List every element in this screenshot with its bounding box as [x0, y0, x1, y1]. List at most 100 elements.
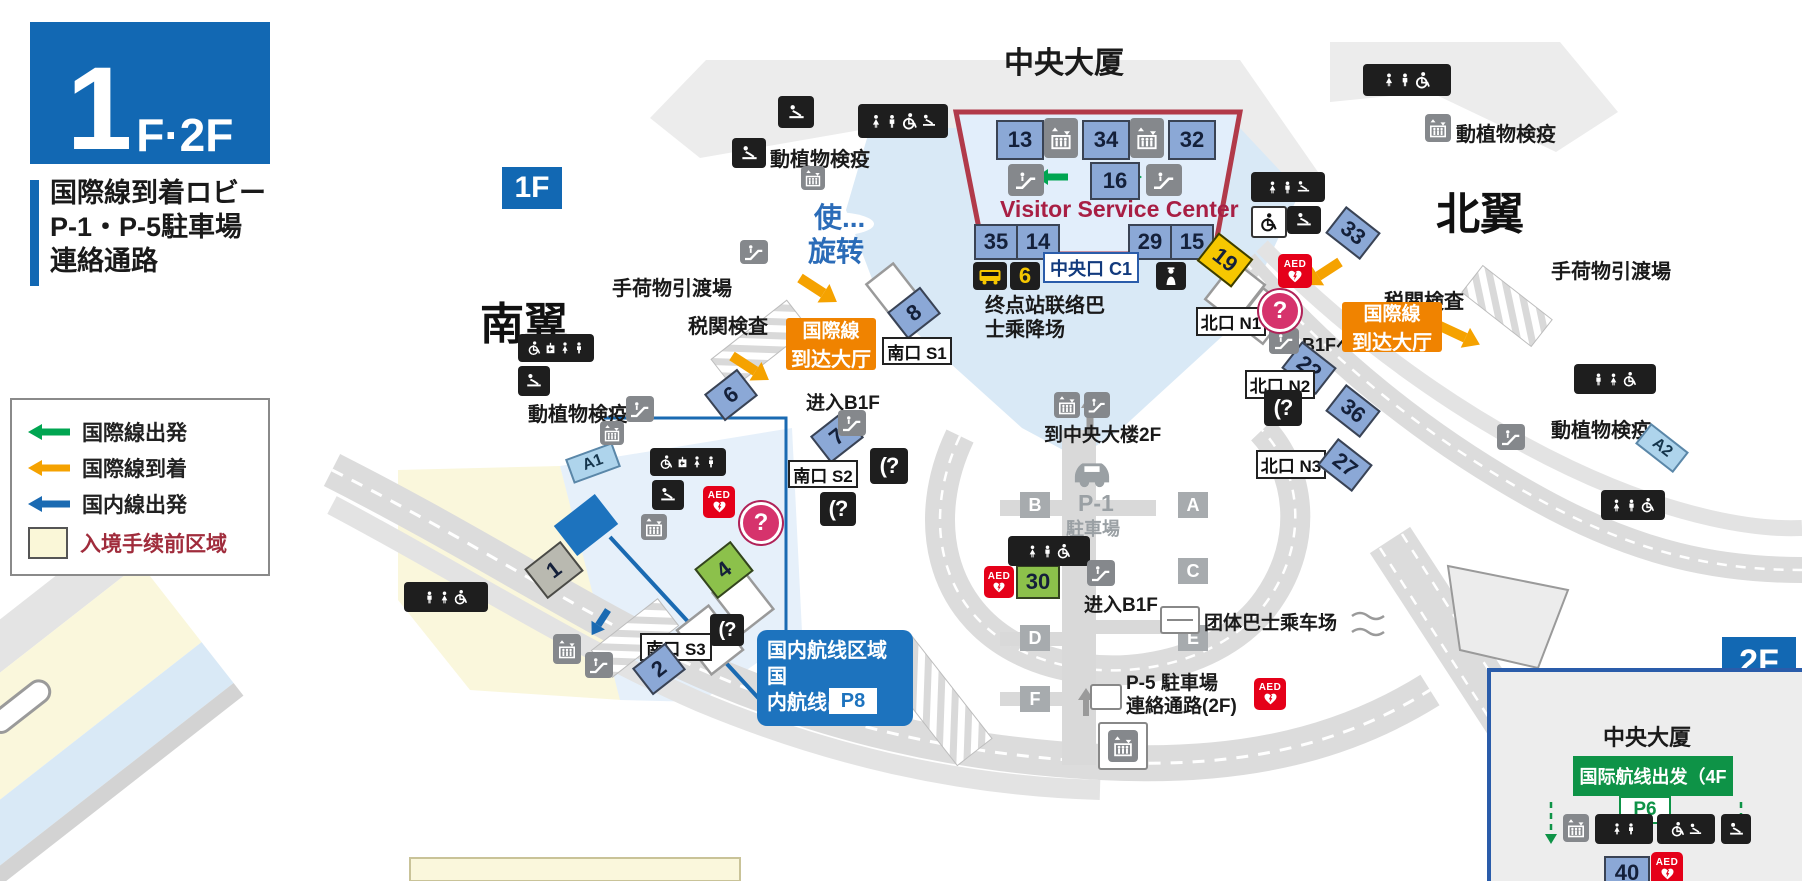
- area-swatch: [28, 527, 68, 559]
- elevator-icon: [1425, 114, 1451, 142]
- car-icon: [1066, 452, 1118, 495]
- domestic-departure-box: 国内航线区域国 内航线出发 P8: [757, 630, 913, 726]
- aed-icon: AED: [1278, 254, 1312, 288]
- gate-16: 16: [1090, 162, 1140, 200]
- elevator-icon: [641, 514, 667, 540]
- central-hall-label: 中央大厦: [1004, 47, 1124, 80]
- carousel-note-line1: 使...: [814, 202, 866, 233]
- legend-row-intl-departure: 国際線出発: [28, 414, 256, 450]
- legend-row-intl-arrival: 国際線到着: [28, 450, 256, 486]
- escalator-icon: [838, 410, 866, 436]
- legend-label: 国際線到着: [82, 458, 187, 481]
- aed-icon: AED: [703, 486, 735, 518]
- legend: 国際線出発 国際線到着 国内線出発 入境手续前区域: [10, 398, 270, 576]
- group-bus-stop-marker: [1160, 606, 1200, 634]
- quarantine-label-south-low: 動植物検疫: [528, 404, 628, 426]
- subtitle-line-3: 連絡通路: [50, 246, 158, 276]
- subtitle-line-1: 国際線到着ロビー: [50, 178, 266, 208]
- information-icon: ?: [1259, 290, 1301, 332]
- p1-parking-sub: 駐車場: [1066, 519, 1120, 539]
- gate-13: 13: [996, 120, 1044, 160]
- baby-care-icon: [1721, 814, 1751, 844]
- exit-c1-label: 中央口 C1: [1043, 252, 1139, 283]
- wheelchair-icon: [1251, 206, 1287, 238]
- gate-34: 34: [1082, 120, 1130, 160]
- floor-suffix: F·2F: [136, 108, 234, 161]
- legend-row-pre-immigration: 入境手续前区域: [28, 522, 256, 564]
- escalator-icon: [1008, 164, 1044, 196]
- quarantine-label-north-top: 動植物検疫: [1456, 124, 1556, 146]
- intl-arrival-hall-box-south: 国際線 到达大厅: [786, 318, 876, 371]
- baggage-claim-label-south: 手荷物引渡場: [612, 278, 732, 300]
- domestic-outline: [604, 416, 788, 704]
- aed-icon: AED: [1254, 678, 1286, 710]
- inset-central-hall-label: 中央大厦: [1603, 725, 1692, 750]
- elevator-icon: [1108, 730, 1138, 762]
- baby-care-icon: [652, 480, 684, 510]
- p5-corridor-label: P-5 駐車場 連絡通路(2F): [1126, 673, 1237, 717]
- toilet-icon: [518, 334, 594, 362]
- exit-s1-label: 南口 S1: [882, 337, 952, 365]
- subtitle-line-2: P-1・P-5駐車場: [50, 212, 243, 242]
- elevator-icon: [1054, 392, 1080, 418]
- exit-s2-label: 南口 S2: [788, 460, 858, 488]
- inset-2f-map: 中央大厦 国际航线出发（4F P6 40 AED: [1487, 668, 1802, 881]
- toilet-icon: [1574, 364, 1656, 394]
- toilet-icon: [1251, 172, 1325, 202]
- roads: [323, 240, 1802, 854]
- toilet-icon: [404, 582, 488, 612]
- quarantine-label-south-top: 動植物検疫: [770, 149, 870, 171]
- toilet-icon: [1008, 536, 1090, 566]
- escalator-icon: [1084, 392, 1110, 418]
- p1-parking-label: P-1: [1078, 490, 1114, 516]
- domestic-connector-block: [553, 494, 619, 556]
- elevator-icon: [1563, 814, 1589, 842]
- p8-badge: P8: [829, 688, 877, 714]
- escalator-icon: [1087, 560, 1115, 586]
- pillar-a: A: [1178, 492, 1208, 518]
- exit-n1-label: 北口 N1: [1196, 307, 1266, 336]
- escalator-icon: [1269, 328, 1299, 354]
- customs-label-south: 税関検査: [688, 316, 768, 338]
- pillar-d: D: [1020, 625, 1050, 651]
- gate-30: 30: [1016, 565, 1060, 599]
- baby-care-icon: [732, 138, 766, 168]
- floor-number: 1: [66, 43, 133, 176]
- aed-icon: AED: [984, 566, 1014, 598]
- subtitle-bar: [30, 180, 39, 286]
- baby-care-icon: [778, 96, 814, 128]
- map-subtitle: 国際線到着ロビー P-1・P-5駐車場 連絡通路: [50, 176, 266, 278]
- wheelchair-baby-icon: [1657, 814, 1715, 844]
- gate-35: 35: [974, 224, 1018, 260]
- toilet-icon: [858, 104, 948, 138]
- enter-b1f-label-south: 进入B1F: [806, 393, 880, 414]
- toilet-icon: [650, 448, 726, 476]
- legend-label: 入境手续前区域: [80, 533, 227, 556]
- intl-arrival-hall-box-north: 国際線 到达大厅: [1342, 302, 1442, 354]
- p5-elevator-box: [1098, 722, 1148, 770]
- south-wing-shape: [0, 530, 244, 881]
- blue-arrow-icon: [28, 496, 70, 512]
- quarantine-label-north-low: 動植物検疫: [1551, 420, 1651, 442]
- elevator-icon: [553, 634, 581, 664]
- baby-care-icon: [518, 366, 550, 396]
- legend-row-domestic-departure: 国内線出発: [28, 486, 256, 522]
- visitor-service-center-label: Visitor Service Center: [1000, 196, 1239, 222]
- escalator-icon: [626, 396, 654, 422]
- pillar-b: B: [1020, 492, 1050, 518]
- phone-help-icon: (?: [1264, 390, 1302, 426]
- inset-paths: [1545, 802, 1747, 844]
- p5-corridor-marker: [1090, 684, 1122, 710]
- pillar-c: C: [1178, 558, 1208, 584]
- exit-n3-label: 北口 N3: [1256, 450, 1326, 479]
- elevator-icon: [600, 421, 624, 445]
- floor-badge-1f: 1F: [502, 167, 562, 209]
- heart-bolt-icon: [1288, 270, 1302, 282]
- escalator-icon: [1497, 424, 1525, 450]
- green-arrow-icon: [28, 424, 70, 440]
- escalator-icon: [585, 652, 613, 678]
- pillar-f: F: [1020, 686, 1050, 712]
- elevator-icon: [801, 166, 825, 190]
- north-wing-label: 北翼: [1436, 190, 1524, 239]
